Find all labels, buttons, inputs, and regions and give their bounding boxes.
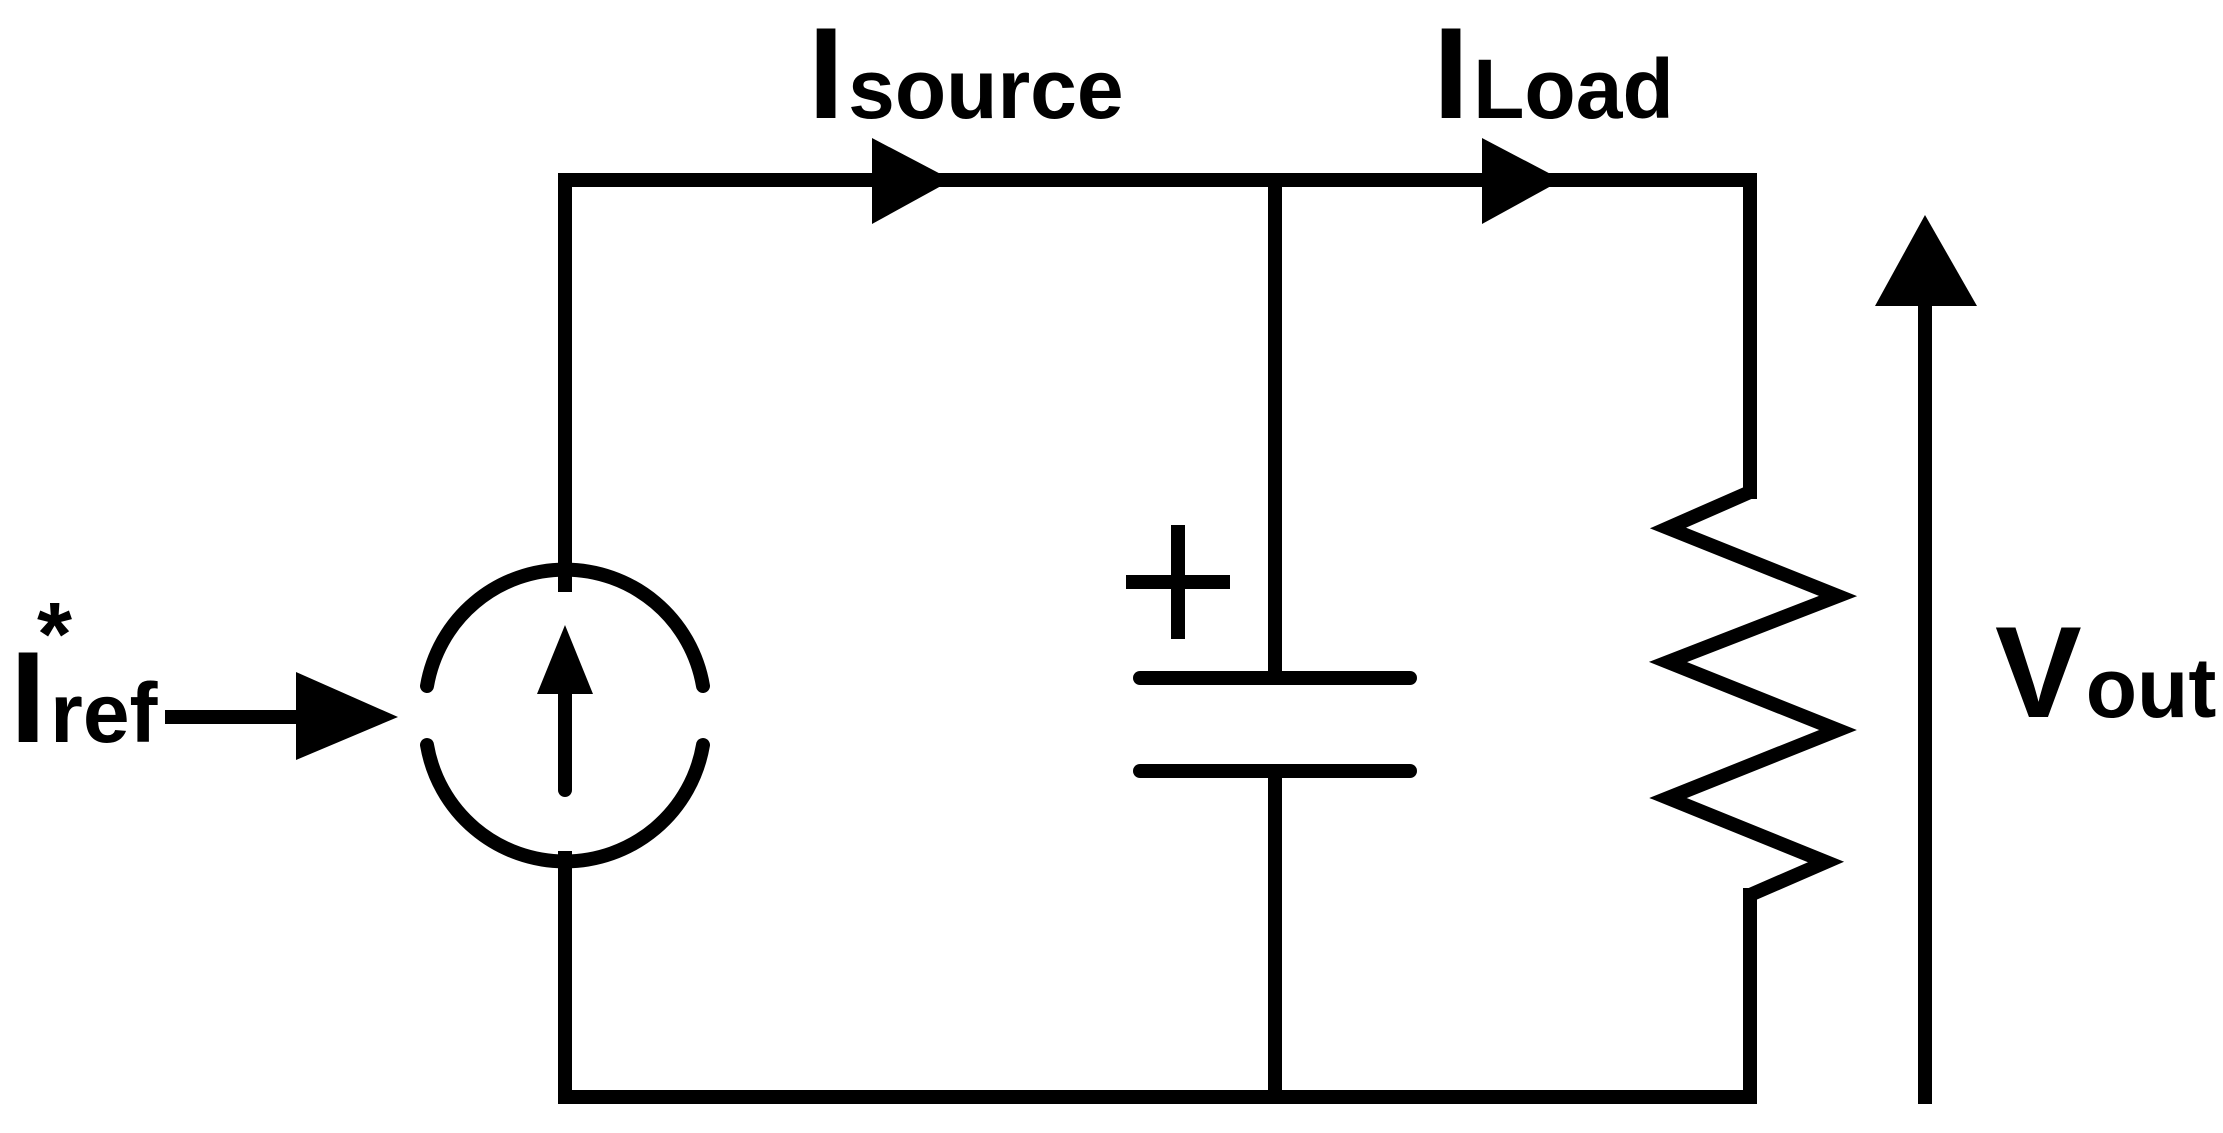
label-iload: ILoad	[1433, 0, 1674, 146]
label-iref-star: *	[37, 585, 72, 685]
current-source	[420, 562, 710, 869]
source-arrow-head	[537, 625, 593, 694]
wire-left-top	[558, 173, 877, 592]
capacitor-plus-sign	[1126, 525, 1230, 639]
iload-arrow-icon	[1482, 138, 1562, 224]
label-iref: Iref	[10, 624, 159, 770]
iref-input-arrow	[165, 672, 398, 760]
label-isource: Isource	[808, 0, 1124, 146]
label-vout: Vout	[1995, 599, 2216, 745]
wire-left-bottom	[558, 851, 1757, 1104]
isource-arrow-icon	[872, 138, 952, 224]
wire-top-right	[1478, 173, 1757, 499]
vout-arrow	[1875, 215, 1977, 1104]
resistor	[1648, 485, 1858, 902]
